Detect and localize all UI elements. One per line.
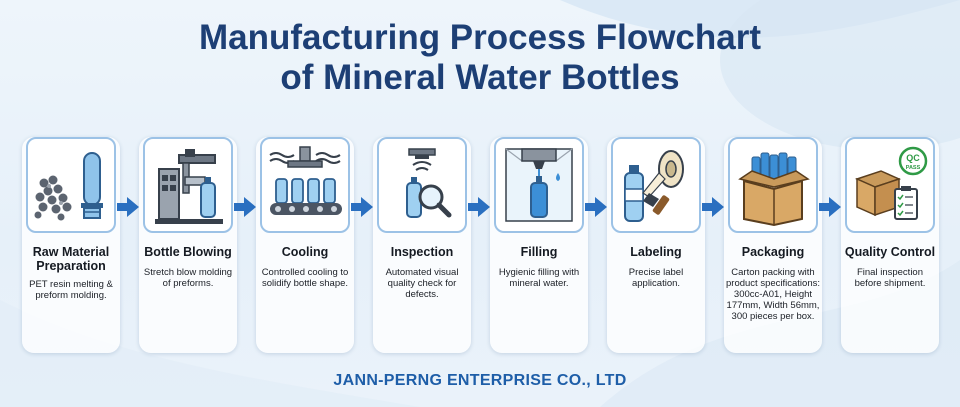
step-title: Cooling <box>256 245 354 259</box>
carton-box-bottles-icon <box>730 139 816 231</box>
arrow-right-icon <box>468 195 490 219</box>
icon-frame <box>26 137 116 233</box>
process-steps: Raw Material Preparation PET resin melti… <box>22 137 942 357</box>
arrow-right-icon <box>702 195 724 219</box>
step-description: Precise label application. <box>609 267 703 289</box>
qc-pass-checklist-icon: QC PASS <box>847 139 933 231</box>
step-description: Final inspection before shipment. <box>843 267 937 289</box>
step-title: Packaging <box>724 245 822 259</box>
icon-frame <box>143 137 233 233</box>
icon-frame <box>611 137 701 233</box>
arrow-right-icon <box>117 195 139 219</box>
step-card-bottle-blowing: Bottle Blowing Stretch blow molding of p… <box>139 137 237 353</box>
icon-frame <box>377 137 467 233</box>
cooling-conveyor-icon <box>262 139 348 231</box>
step-description: Controlled cooling to solidify bottle sh… <box>258 267 352 289</box>
icon-frame: QC PASS <box>845 137 935 233</box>
step-card-packaging: Packaging Carton packing with product sp… <box>724 137 822 353</box>
step-card-raw-material: Raw Material Preparation PET resin melti… <box>22 137 120 353</box>
step-title: Filling <box>490 245 588 259</box>
icon-frame <box>260 137 350 233</box>
company-name: JANN-PERNG ENTERPRISE CO., LTD <box>0 372 960 390</box>
qc-badge-text: QC <box>906 153 920 163</box>
label-roll-brush-icon <box>613 139 699 231</box>
step-title: Bottle Blowing <box>139 245 237 259</box>
arrow-right-icon <box>585 195 607 219</box>
step-description: Hygienic filling with mineral water. <box>492 267 586 289</box>
magnifier-inspection-icon <box>379 139 465 231</box>
arrow-right-icon <box>351 195 373 219</box>
step-title: Quality Control <box>841 245 939 259</box>
title-line-2: of Mineral Water Bottles <box>0 58 960 98</box>
blow-molding-machine-icon <box>145 139 231 231</box>
title-line-1: Manufacturing Process Flowchart <box>0 18 960 58</box>
step-description: Carton packing with product specificatio… <box>726 267 820 322</box>
icon-frame <box>494 137 584 233</box>
pass-badge-text: PASS <box>906 165 921 171</box>
filling-nozzle-icon <box>496 139 582 231</box>
step-title: Inspection <box>373 245 471 259</box>
step-card-filling: Filling Hygienic filling with mineral wa… <box>490 137 588 353</box>
step-title: Labeling <box>607 245 705 259</box>
step-card-labeling: Labeling Precise label application. <box>607 137 705 353</box>
arrow-right-icon <box>819 195 841 219</box>
page-title: Manufacturing Process Flowchart of Miner… <box>0 18 960 98</box>
pet-resin-pellets-icon <box>28 139 114 231</box>
step-description: Automated visual quality check for defec… <box>375 267 469 300</box>
arrow-right-icon <box>234 195 256 219</box>
step-description: Stretch blow molding of preforms. <box>141 267 235 289</box>
step-description: PET resin melting & preform molding. <box>24 279 118 301</box>
step-card-cooling: Cooling Controlled cooling to solidify b… <box>256 137 354 353</box>
step-card-quality-control: QC PASS Quality Control Final inspection… <box>841 137 939 353</box>
icon-frame <box>728 137 818 233</box>
step-card-inspection: Inspection Automated visual quality chec… <box>373 137 471 353</box>
step-title: Raw Material Preparation <box>22 245 120 273</box>
